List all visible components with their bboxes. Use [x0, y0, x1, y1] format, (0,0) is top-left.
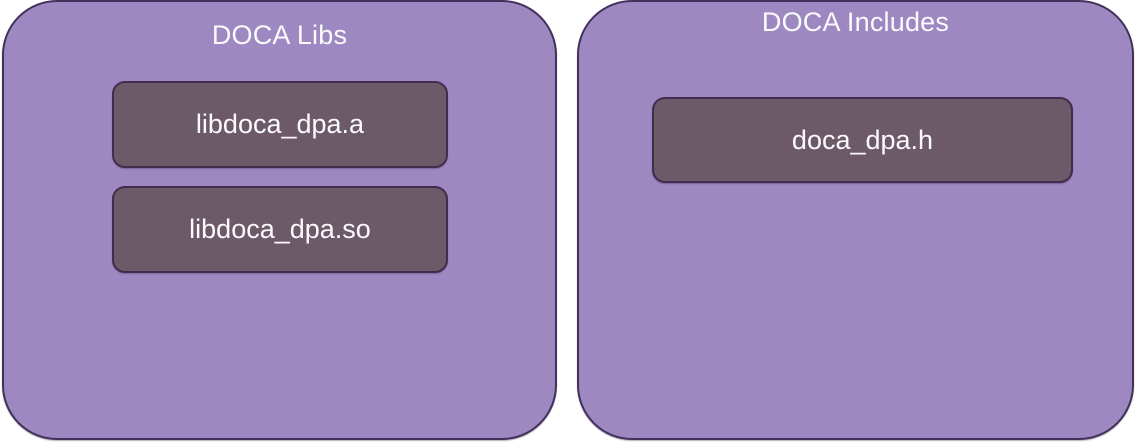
group-doca-libs: DOCA Libs libdoca_dpa.a libdoca_dpa.so: [2, 0, 557, 440]
node-label: doca_dpa.h: [791, 124, 934, 155]
node-doca-dpa-h: doca_dpa.h: [652, 97, 1073, 183]
group-doca-includes: DOCA Includes doca_dpa.h: [577, 0, 1134, 440]
group-title-doca-includes: DOCA Includes: [761, 7, 950, 37]
node-libdoca-dpa-a: libdoca_dpa.a: [112, 81, 448, 168]
node-label: libdoca_dpa.so: [189, 214, 371, 244]
node-libdoca-dpa-so: libdoca_dpa.so: [112, 186, 448, 273]
node-label: libdoca_dpa.a: [195, 109, 365, 139]
group-title-doca-libs: DOCA Libs: [211, 20, 348, 50]
